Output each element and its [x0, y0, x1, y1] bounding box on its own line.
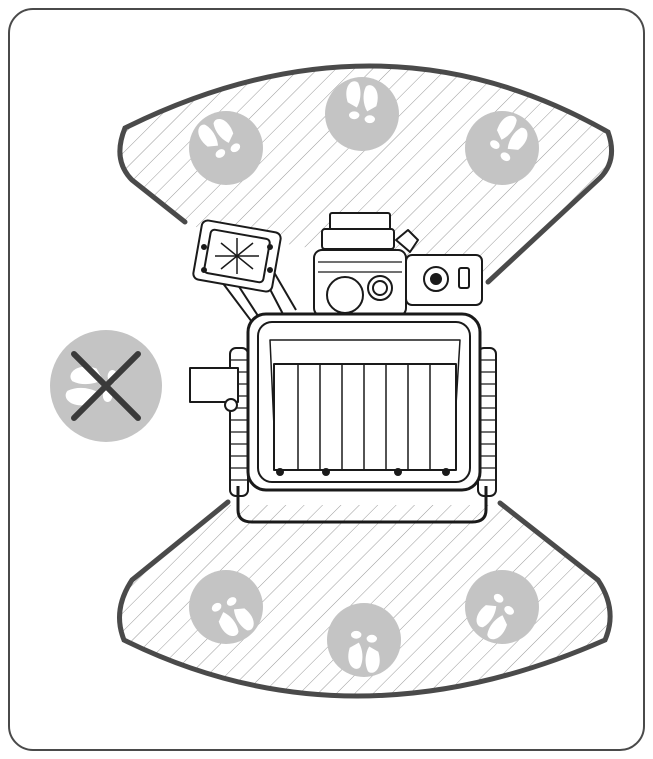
hopper: [246, 312, 482, 492]
footprint-icon: [465, 111, 539, 185]
footprint-icon: [189, 111, 263, 185]
wood-chipper-machine: [189, 212, 497, 524]
footprint-icon: [465, 570, 539, 644]
rear-zone-outline: [117, 499, 613, 699]
front-zone-outline: [117, 63, 615, 285]
push-handle: [236, 486, 488, 524]
engine: [313, 212, 483, 317]
no-footprint-icon: [50, 330, 162, 442]
footprint-icon: [327, 603, 401, 677]
footprint-icon: [325, 77, 399, 151]
side-bracket: [189, 367, 239, 412]
footprint-icon: [189, 570, 263, 644]
outer-frame: [8, 8, 645, 751]
discharge-chute: [192, 219, 297, 331]
